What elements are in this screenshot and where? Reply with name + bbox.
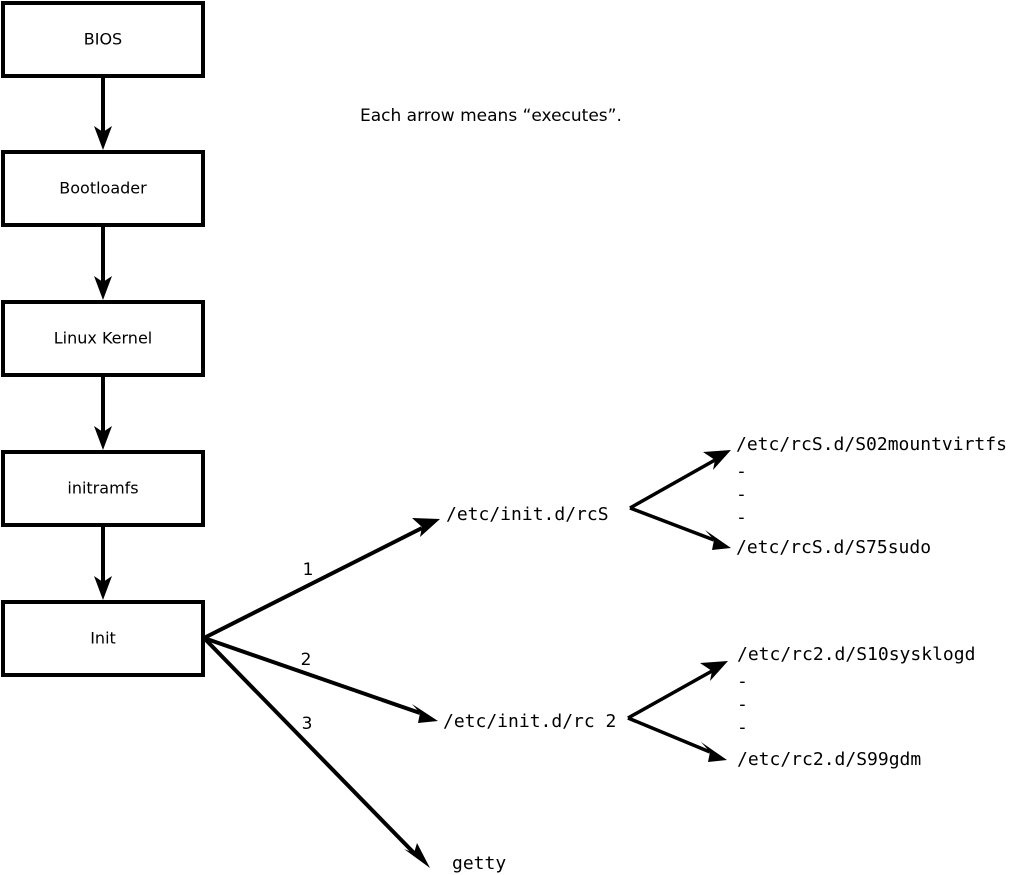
label-rcs-d-first: /etc/rcS.d/S02mountvirtfs bbox=[736, 434, 1007, 455]
node-bootloader: Bootloader bbox=[1, 150, 205, 227]
arrowhead-icon bbox=[94, 126, 112, 150]
arrowhead-icon bbox=[94, 576, 112, 600]
branch-number-3: 3 bbox=[302, 714, 313, 734]
initramfs-box bbox=[1, 450, 205, 527]
arrow-bios-to-bootloader bbox=[94, 76, 112, 150]
arrow-init-branch-3: 3 bbox=[202, 636, 430, 868]
branch-number-2: 2 bbox=[301, 650, 312, 670]
arrowhead-icon bbox=[94, 276, 112, 300]
label-rcs-script: /etc/init.d/rcS bbox=[446, 504, 609, 525]
bios-label: BIOS bbox=[84, 30, 122, 49]
arrow-rcs-to-last bbox=[629, 506, 731, 550]
label-rc2-d-last: /etc/rc2.d/S99gdm bbox=[737, 749, 921, 770]
bios-box bbox=[1, 1, 205, 78]
init-label: Init bbox=[90, 629, 116, 648]
arrowhead-icon bbox=[412, 518, 440, 537]
label-getty: getty bbox=[452, 853, 506, 874]
rc2-ellipsis-dash-2: - bbox=[737, 694, 748, 715]
diagram-caption: Each arrow means “executes”. bbox=[360, 106, 622, 126]
bootloader-label: Bootloader bbox=[59, 179, 147, 198]
node-init: Init bbox=[1, 600, 205, 677]
branch-number-1: 1 bbox=[303, 560, 314, 580]
label-rc2-script: /etc/init.d/rc 2 bbox=[443, 711, 616, 732]
arrow-init-branch-2: 2 bbox=[203, 636, 438, 723]
arrowhead-icon bbox=[703, 450, 731, 470]
arrow-initramfs-to-init bbox=[94, 525, 112, 600]
arrowhead-icon bbox=[94, 426, 112, 450]
arrowhead-icon bbox=[705, 530, 731, 550]
rcs-ellipsis-dash-2: - bbox=[736, 484, 747, 505]
arrow-rcs-to-first bbox=[629, 450, 731, 510]
linux-kernel-label: Linux Kernel bbox=[54, 329, 152, 348]
arrowhead-icon bbox=[701, 742, 727, 762]
rc2-ellipsis-dash-1: - bbox=[737, 671, 748, 692]
arrow-rc2-to-first bbox=[627, 661, 728, 720]
arrow-rc2-to-last bbox=[627, 716, 727, 762]
node-initramfs: initramfs bbox=[1, 450, 205, 527]
rc2-ellipsis-dash-3: - bbox=[737, 717, 748, 738]
arrow-kernel-to-initramfs bbox=[94, 375, 112, 450]
node-bios: BIOS bbox=[1, 1, 205, 78]
rcs-ellipsis-dash-1: - bbox=[736, 461, 747, 482]
label-rcs-d-last: /etc/rcS.d/S75sudo bbox=[736, 537, 931, 558]
label-rc2-d-first: /etc/rc2.d/S10sysklogd bbox=[737, 644, 975, 665]
arrow-bootloader-to-kernel bbox=[94, 225, 112, 300]
arrowhead-icon bbox=[404, 843, 430, 868]
init-box bbox=[1, 600, 205, 677]
rcs-ellipsis-dash-3: - bbox=[736, 507, 747, 528]
arrowhead-icon bbox=[412, 704, 438, 723]
node-linux-kernel: Linux Kernel bbox=[1, 300, 205, 377]
arrowhead-icon bbox=[700, 661, 728, 681]
arrow-init-branch-1: 1 bbox=[203, 518, 440, 640]
initramfs-label: initramfs bbox=[67, 479, 138, 498]
